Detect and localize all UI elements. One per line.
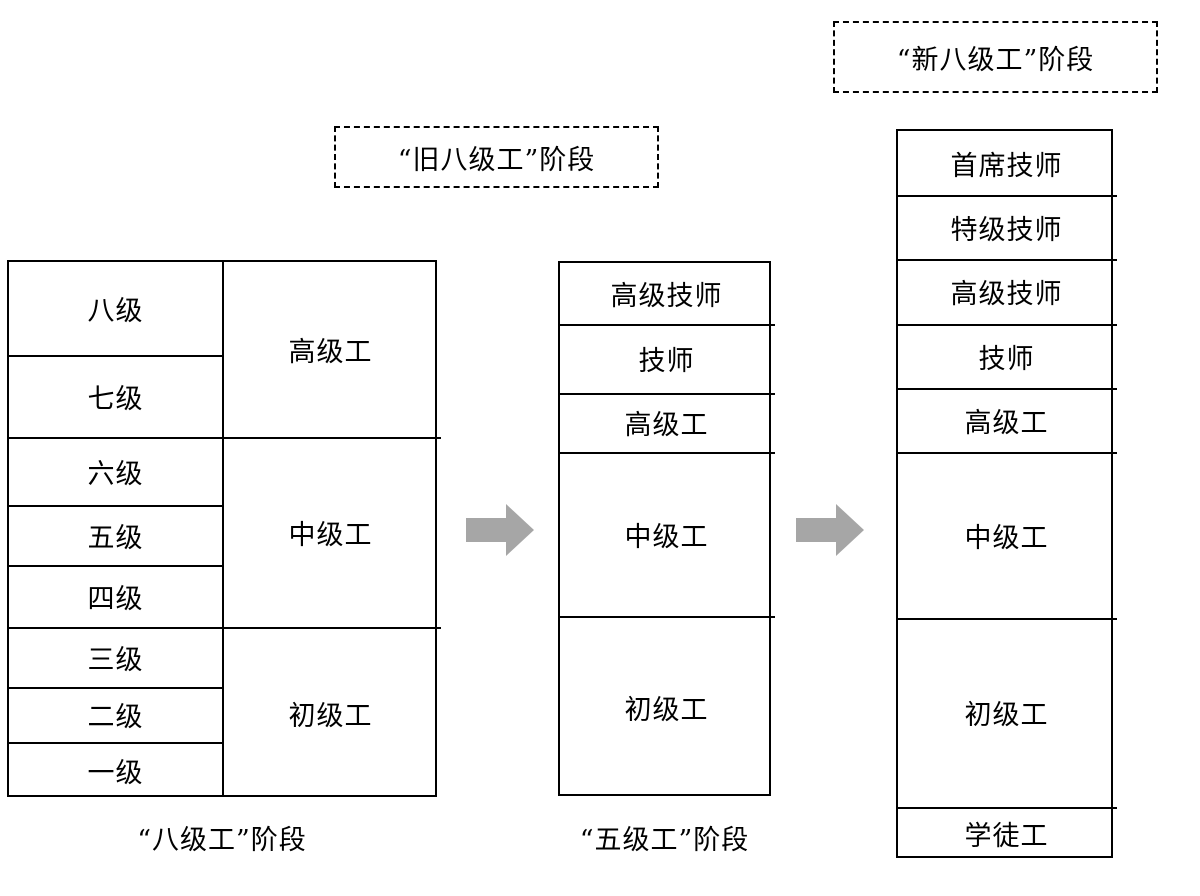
stage-three-level-label: 初级工 <box>964 700 1049 731</box>
stage-two-level-cell: 高级技师 <box>560 263 773 324</box>
stage-three-row-divider <box>896 324 1117 326</box>
stage-two-caption: “五级工”阶段 <box>528 818 801 857</box>
stage-three-level-cell: 中级工 <box>898 452 1115 618</box>
stage-one-table: 八级 七级 六级 五级 四级 三级 二级 一级 <box>7 260 441 799</box>
stage-one-group-label: 高级工 <box>288 337 373 368</box>
stage-one-level-cell: 五级 <box>9 505 222 565</box>
stage-two-level-label: 高级工 <box>624 410 709 441</box>
stage-one-level-cell: 七级 <box>9 355 222 437</box>
stage-one-level-cell: 一级 <box>9 742 222 799</box>
stage-one-group-cell: 中级工 <box>222 437 439 627</box>
stage-one-caption-label: “八级工”阶段 <box>137 825 307 856</box>
stage-one-level-cell: 二级 <box>9 687 222 742</box>
stage-one-group-label: 初级工 <box>288 700 373 732</box>
stage-one-row-divider <box>7 687 222 689</box>
stage-three-level-cell: 高级工 <box>898 388 1115 452</box>
stage-three-row-divider <box>896 618 1117 620</box>
callout-new-eight-grade: “新八级工”阶段 <box>833 21 1158 93</box>
stage-three-level-label: 高级技师 <box>950 279 1063 310</box>
stage-one-row-divider <box>7 565 222 567</box>
stage-three-level-cell: 学徒工 <box>898 807 1115 860</box>
stage-two-level-label: 初级工 <box>624 694 709 726</box>
stage-three-level-label: 学徒工 <box>964 821 1049 852</box>
stage-three-table: 首席技师 特级技师 高级技师 技师 高级工 中级工 初级工 学徒工 <box>896 129 1117 860</box>
stage-one-level-cell: 三级 <box>9 627 222 687</box>
stage-two-row-divider <box>558 452 775 454</box>
stage-one-group-cell: 高级工 <box>222 262 439 437</box>
stage-three-level-cell: 初级工 <box>898 618 1115 807</box>
stage-two-level-cell: 技师 <box>560 324 773 393</box>
stage-three-level-label: 高级工 <box>964 407 1049 439</box>
stage-three-row-divider <box>896 259 1117 261</box>
stage-one-level-label: 七级 <box>87 383 144 415</box>
stage-two-level-label: 中级工 <box>624 521 709 553</box>
stage-three-level-label: 首席技师 <box>950 150 1063 182</box>
stage-three-row-divider <box>896 388 1117 390</box>
stage-one-level-label: 二级 <box>87 702 144 733</box>
stage-one-level-label: 八级 <box>87 296 144 327</box>
stage-two-level-label: 技师 <box>638 346 695 377</box>
stage-one-row-divider <box>7 742 222 744</box>
stage-one-row-divider <box>7 355 222 357</box>
callout-new-eight-grade-label: “新八级工”阶段 <box>896 44 1095 76</box>
stage-three-level-cell: 高级技师 <box>898 259 1115 324</box>
stage-three-level-cell: 特级技师 <box>898 195 1115 259</box>
stage-two-row-divider <box>558 393 775 395</box>
callout-old-eight-grade: “旧八级工”阶段 <box>334 126 659 188</box>
stage-one-level-label: 四级 <box>87 583 144 615</box>
stage-one-level-label: 一级 <box>87 758 144 789</box>
stage-three-row-divider <box>896 195 1117 197</box>
stage-three-level-label: 中级工 <box>964 522 1049 554</box>
stage-one-level-cell: 六级 <box>9 437 222 505</box>
stage-two-row-divider <box>558 324 775 326</box>
arrow-stage2-to-stage3 <box>796 504 864 556</box>
stage-two-level-label: 高级技师 <box>610 281 723 312</box>
stage-three-level-label: 特级技师 <box>950 214 1063 246</box>
stage-one-row-divider <box>7 437 441 439</box>
stage-two-level-cell: 初级工 <box>560 616 773 798</box>
stage-one-group-label: 中级工 <box>288 519 373 551</box>
stage-two-level-cell: 中级工 <box>560 452 773 616</box>
stage-one-level-label: 五级 <box>87 522 144 554</box>
stage-one-group-cell: 初级工 <box>222 627 439 799</box>
stage-three-level-cell: 首席技师 <box>898 131 1115 195</box>
stage-one-caption: “八级工”阶段 <box>7 818 437 857</box>
stage-three-row-divider <box>896 807 1117 809</box>
stage-one-level-label: 六级 <box>87 458 144 490</box>
stage-two-row-divider <box>558 616 775 618</box>
stage-three-row-divider <box>896 452 1117 454</box>
stage-one-level-cell: 四级 <box>9 565 222 627</box>
stage-three-level-cell: 技师 <box>898 324 1115 388</box>
stage-one-level-label: 三级 <box>87 644 144 676</box>
callout-old-eight-grade-label: “旧八级工”阶段 <box>397 144 596 176</box>
stage-one-row-divider <box>7 627 441 629</box>
stage-three-level-label: 技师 <box>978 343 1035 375</box>
stage-two-table: 高级技师 技师 高级工 中级工 初级工 <box>558 261 775 798</box>
stage-two-caption-label: “五级工”阶段 <box>579 825 750 856</box>
arrow-stage1-to-stage2 <box>466 504 534 556</box>
stage-one-column-divider <box>222 260 224 797</box>
stage-two-level-cell: 高级工 <box>560 393 773 452</box>
stage-one-level-cell: 八级 <box>9 262 222 355</box>
stage-one-row-divider <box>7 505 222 507</box>
